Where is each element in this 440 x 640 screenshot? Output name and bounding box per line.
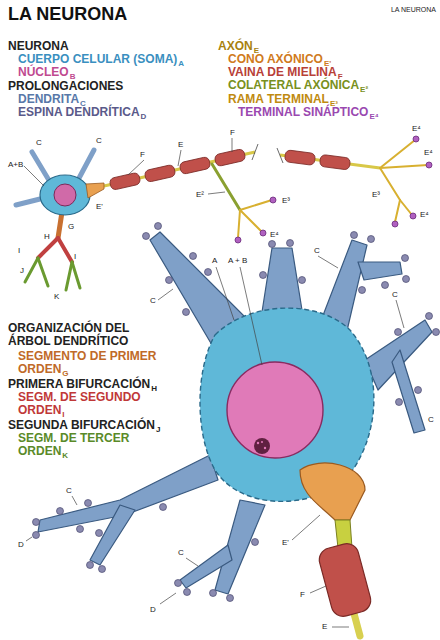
key-row: TERMINAL SINÁPTICOE⁴ [238,106,379,123]
callout-letter: E [178,140,183,149]
callout-letter: C [314,246,320,255]
callout-letter: E' [282,538,289,547]
key-letter: E⁴ [369,112,378,121]
callout-letter: I [18,246,20,255]
key-letter: J [156,425,160,434]
key-term: VAINA DE MIELINA [228,65,337,79]
callout-letter: A+B [8,160,23,169]
key-term: CUERPO CELULAR (SOMA) [18,52,177,66]
key-row: ORGANIZACIÓN DEL ÁRBOL DENDRÍTICO [8,322,173,348]
key-term: SEGM. DE SEGUNDO ORDEN [18,390,141,417]
key-term: NÚCLEO [18,65,69,79]
callout-letter: C [178,548,184,557]
small-nucleus [54,184,76,206]
callout-letter: E⁴ [424,148,433,157]
key-term: ORGANIZACIÓN DEL ÁRBOL DENDRÍTICO [8,321,129,348]
callout-letter: C [36,138,42,147]
callout-letter: F [230,128,235,137]
key-term: SEGUNDA BIFURCACIÓN [8,418,155,432]
key-term: CONO AXÓNICO [228,52,323,66]
title: LA NEURONA [8,4,127,24]
key-letter: D [141,112,147,121]
dendritic-spines [33,223,440,602]
callout-letter: A + B [228,256,247,265]
callout-letter: G [68,222,74,231]
callout-letter: F [300,590,305,599]
key-term: PROLONGACIONES [8,79,123,93]
axon [300,463,373,636]
key-letter: E² [360,85,368,94]
key-row: SEGM. DE TERCER ORDENK [18,432,168,462]
small-soma [40,175,90,215]
callout-letter: J [20,266,24,275]
nucleus [227,362,323,458]
callout-letter: C [96,136,102,145]
callout-letter: E³ [372,190,380,199]
page-header: LA NEURONA [391,6,436,13]
callout-letter: E⁴ [420,210,429,219]
key-row: NEURONA [8,40,69,53]
nucleolus [254,438,270,454]
key-term: NEURONA [8,39,69,53]
callout-letter: A [212,256,217,265]
key-term: SEGMENTO DE PRIMER ORDEN [18,349,156,376]
callout-letter: D [150,605,156,614]
small-terminal-branches [380,140,428,222]
key-term: DENDRITA [18,92,79,106]
key-term: PRIMERA BIFURCACIÓN [8,377,150,391]
key-letter: K [62,451,68,460]
callout-letter: E [322,622,327,631]
dendrites [38,232,432,594]
callout-letter: E' [96,202,103,211]
callout-letter: E² [196,190,204,199]
callout-letter: C [392,290,398,299]
key-row: PROLONGACIONES [8,80,123,93]
callout-letter: K [54,292,59,301]
callout-letter: H [44,232,50,241]
key-term: COLATERAL AXÓNICA [228,78,359,92]
callout-letter: C [150,296,156,305]
key-term: ESPINA DENDRÍTICA [18,105,140,119]
key-term: AXÓN [218,39,253,53]
synaptic-terminals [235,136,432,243]
callout-letter: I [74,252,76,261]
key-term: TERMINAL SINÁPTICO [238,105,368,119]
callout-letter: D [18,540,24,549]
key-letter: A [178,59,184,68]
small-collateral [212,164,272,238]
callout-letter: E⁴ [412,124,421,133]
callout-letter: C [428,415,434,424]
callout-letter: F [140,150,145,159]
callout-letter: E³ [282,196,290,205]
callout-letter: E⁴ [270,230,279,239]
key-row: ESPINA DENDRÍTICAD [18,106,146,123]
key-term: RAMA TERMINAL [228,92,329,106]
key-row: SEGM. DE SEGUNDO ORDENI [18,391,168,421]
small-dendritic-tree [25,212,80,290]
callout-letter: C [66,486,72,495]
key-term: SEGM. DE TERCER ORDEN [18,431,129,458]
key-letter: H [151,384,157,393]
key-row: SEGMENTO DE PRIMER ORDENG [18,350,183,380]
small-axon [86,144,380,198]
